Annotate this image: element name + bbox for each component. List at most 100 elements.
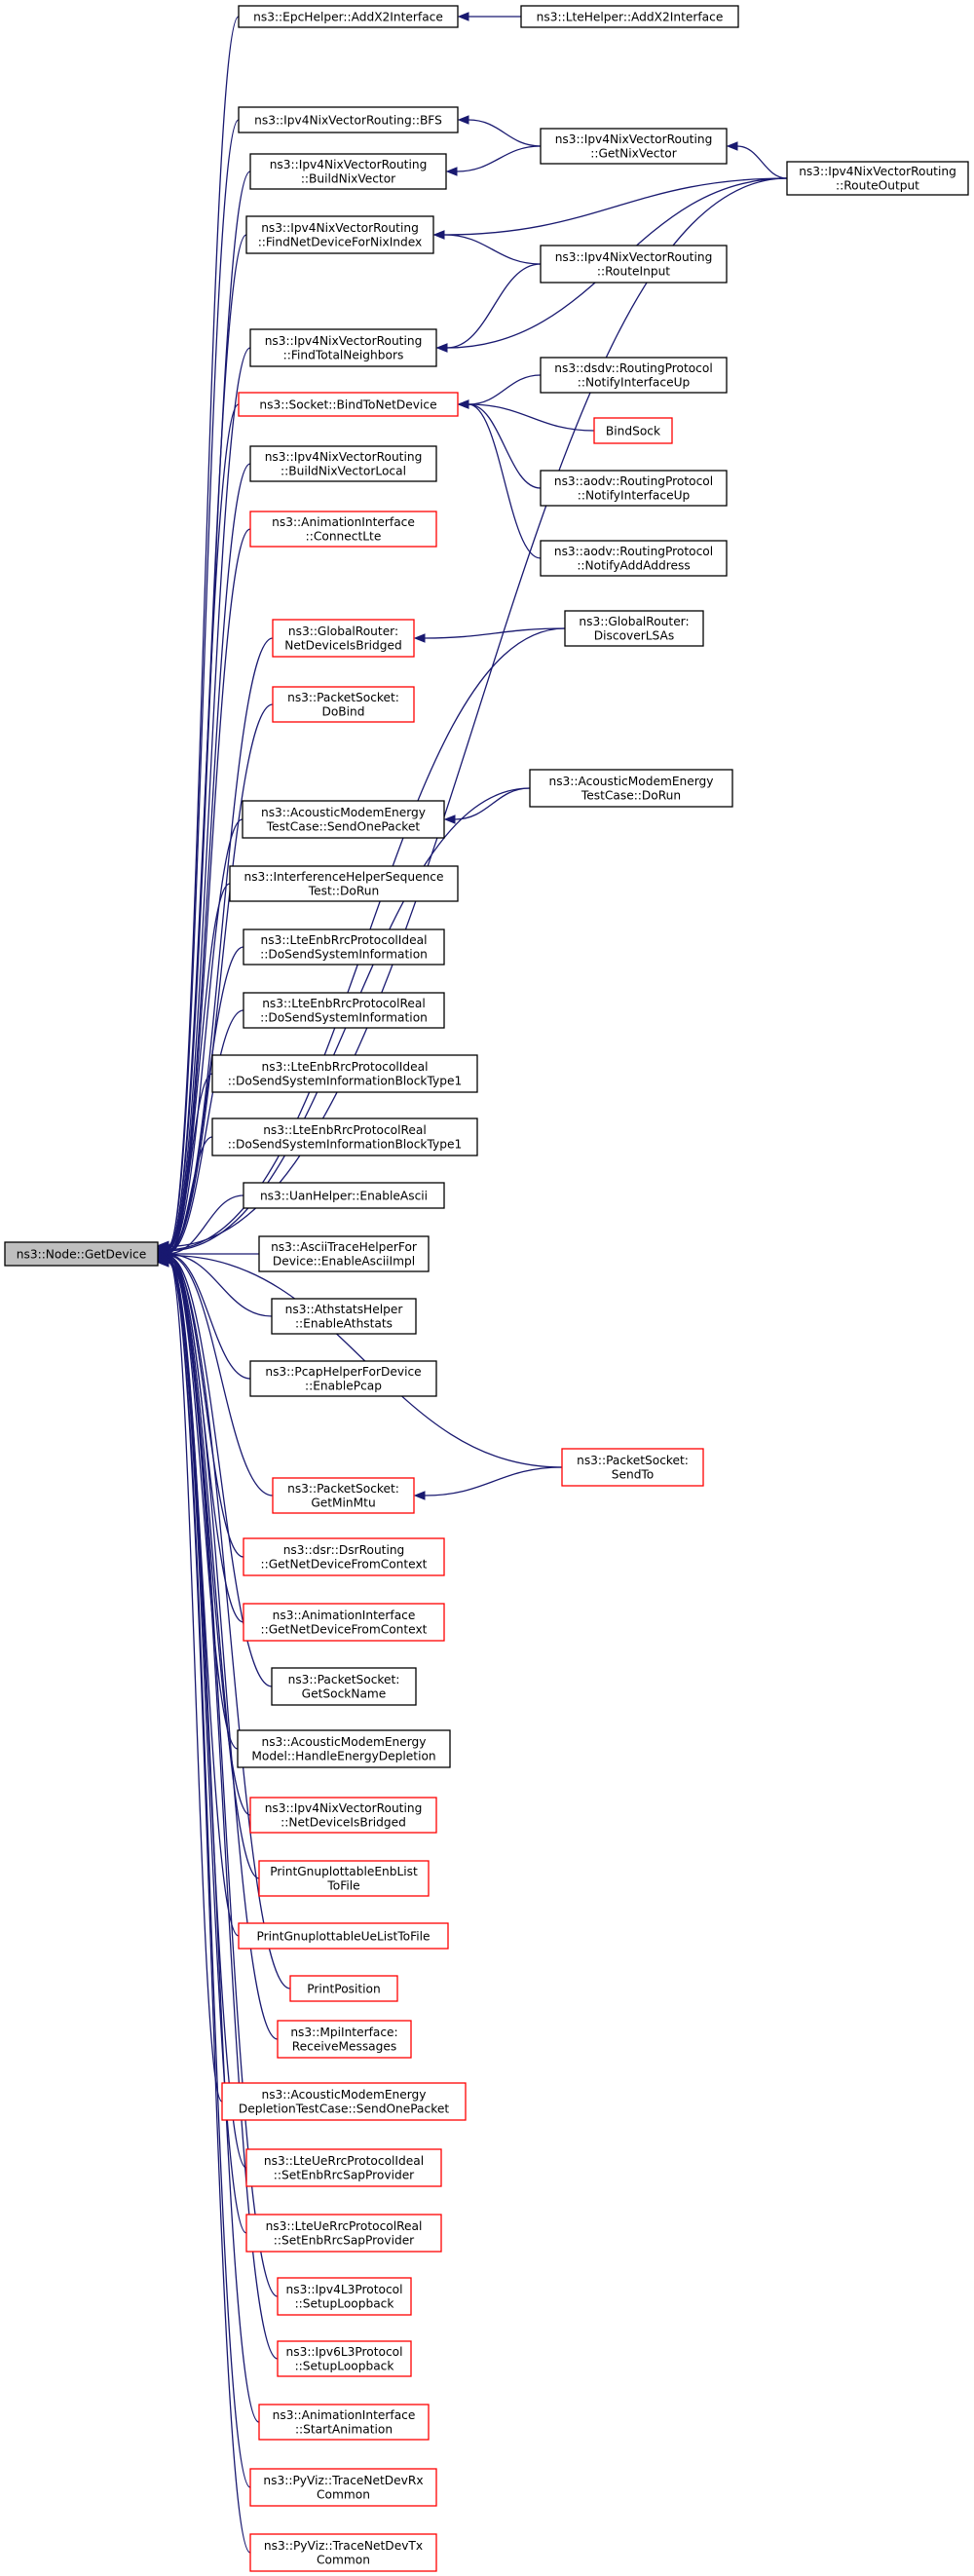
node-ns3-dsdv-routingprotocol-notifyinterfaceup[interactable]: ns3::dsdv::RoutingProtocol::NotifyInterf… — [540, 357, 728, 394]
node-label: ::DoSendSystemInformation — [260, 948, 428, 962]
node-label: ns3::PyViz::TraceNetDevTx — [264, 2539, 423, 2553]
node-box — [561, 1448, 704, 1487]
node-ns3-ipv6l3protocol-setuploopback[interactable]: ns3::Ipv6L3Protocol::SetupLoopback — [277, 2340, 412, 2377]
edge-line — [454, 787, 531, 820]
node-label: DoBind — [321, 705, 364, 719]
node-ns3-lteuerrcprotocolreal-setenbrrcsapprovider[interactable]: ns3::LteUeRrcProtocolReal::SetEnbRrcSapP… — [245, 2214, 442, 2253]
node-ns3-ipv4l3protocol-setuploopback[interactable]: ns3::Ipv4L3Protocol::SetupLoopback — [277, 2277, 412, 2316]
node-ns3-interferencehelpersequence-test-dorun[interactable]: ns3::InterferenceHelperSequenceTest::DoR… — [229, 865, 459, 902]
edge-line — [168, 528, 251, 1250]
edge-n8-n9 — [435, 263, 542, 353]
edge-arrowhead — [457, 12, 469, 21]
node-box — [249, 328, 437, 367]
node-label: ns3::MpiInterface: — [290, 2026, 397, 2039]
node-ns3-ipv4nixvectorrouting-getnixvector[interactable]: ns3::Ipv4NixVectorRouting::GetNixVector — [540, 128, 728, 165]
node-ns3-lteuerrcprotocolideal-setenbrrcsapprovider[interactable]: ns3::LteUeRrcProtocolIdeal::SetEnbRrcSap… — [245, 2148, 442, 2187]
node-ns3-acousticmodemenergy-depletiontestcase-sendonepacket[interactable]: ns3::AcousticModemEnergyDepletionTestCas… — [221, 2082, 467, 2121]
node-ns3-epchelper-addx2interface[interactable]: ns3::EpcHelper::AddX2Interface — [238, 5, 459, 28]
node-printposition[interactable]: PrintPosition — [289, 1975, 398, 2002]
node-ns3-athstatshelper-enableathstats[interactable]: ns3::AthstatsHelper::EnableAthstats — [271, 1298, 417, 1335]
node-box — [245, 2148, 442, 2187]
edge-line — [168, 119, 240, 1247]
node-ns3-ipv4nixvectorrouting-buildnixvectorlocal[interactable]: ns3::Ipv4NixVectorRouting::BuildNixVecto… — [249, 445, 437, 482]
edge-n48-n0 — [157, 1258, 251, 2488]
node-ns3-ipv4nixvectorrouting-buildnixvector[interactable]: ns3::Ipv4NixVectorRouting::BuildNixVecto… — [249, 153, 447, 190]
node-ns3-lteenbrrcprotocolreal-dosendsysteminformation[interactable]: ns3::LteEnbRrcProtocolReal::DoSendSystem… — [243, 992, 445, 1029]
node-ns3-ipv4nixvectorrouting-netdeviceisbridged[interactable]: ns3::Ipv4NixVectorRouting::NetDeviceIsBr… — [249, 1797, 437, 1834]
node-label: ns3::Ipv4NixVectorRouting — [265, 450, 423, 464]
node-printgnuplottableuelisttofile[interactable]: PrintGnuplottableUeListToFile — [238, 1922, 449, 1950]
node-ns3-animationinterface-connectlte[interactable]: ns3::AnimationInterface::ConnectLte — [249, 511, 437, 548]
edge-line — [168, 1258, 279, 2040]
node-label: ns3::PacketSocket: — [577, 1454, 689, 1467]
node-bindsock[interactable]: BindSock — [593, 417, 673, 444]
node-label: DiscoverLSAs — [594, 629, 674, 643]
node-box — [221, 2082, 467, 2121]
edge-line — [168, 1254, 251, 1380]
node-label: ns3::AcousticModemEnergy — [261, 1735, 426, 1749]
node-label: PrintGnuplottableEnbList — [270, 1865, 418, 1878]
node-label: ns3::LteEnbRrcProtocolIdeal — [261, 933, 428, 947]
node-ns3-lteenbrrcprotocolideal-dosendsysteminformationblocktype1[interactable]: ns3::LteEnbRrcProtocolIdeal::DoSendSyste… — [211, 1054, 478, 1093]
node-ns3-globalrouter-netdeviceisbridged[interactable]: ns3::GlobalRouter:NetDeviceIsBridged — [272, 619, 415, 658]
node-ns3-packetsocket-dobind[interactable]: ns3::PacketSocket:DoBind — [272, 686, 415, 723]
node-box — [529, 769, 733, 808]
node-ns3-animationinterface-startanimation[interactable]: ns3::AnimationInterface::StartAnimation — [258, 2404, 430, 2441]
edge-line — [168, 1073, 213, 1254]
node-ns3-mpiinterface-receivemessages[interactable]: ns3::MpiInterface:ReceiveMessages — [277, 2020, 412, 2059]
node-ns3-node-getdevice[interactable]: ns3::Node::GetDevice — [4, 1241, 159, 1267]
node-ns3-ipv4nixvectorrouting-routeinput[interactable]: ns3::Ipv4NixVectorRouting::RouteInput — [540, 245, 728, 284]
edge-line — [168, 1136, 213, 1254]
node-label: ns3::Ipv4NixVectorRouting — [555, 133, 713, 146]
node-ns3-aodv-routingprotocol-notifyinterfaceup[interactable]: ns3::aodv::RoutingProtocol::NotifyInterf… — [540, 470, 728, 507]
node-label: ::EnablePcap — [305, 1380, 382, 1393]
node-box — [272, 1477, 415, 1514]
node-ns3-ipv4nixvectorrouting-routeoutput[interactable]: ns3::Ipv4NixVectorRouting::RouteOutput — [786, 161, 969, 196]
node-ns3-globalrouter-discoverlsas[interactable]: ns3::GlobalRouter:DiscoverLSAs — [564, 610, 704, 647]
node-label: ::NetDeviceIsBridged — [281, 1816, 406, 1830]
edge-line — [443, 234, 542, 265]
edge-n31-n32 — [413, 1466, 563, 1500]
node-ns3-acousticmodemenergy-testcase-sendonepacket[interactable]: ns3::AcousticModemEnergyTestCase::SendOn… — [242, 800, 445, 839]
node-label: ns3::Ipv4NixVectorRouting — [270, 158, 428, 171]
node-ns3-lteenbrrcprotocolreal-dosendsysteminformationblocktype1[interactable]: ns3::LteEnbRrcProtocolReal::DoSendSystem… — [211, 1118, 478, 1156]
node-label: ns3::PacketSocket: — [287, 691, 399, 704]
node-ns3-packetsocket-sendto[interactable]: ns3::PacketSocket:SendTo — [561, 1448, 704, 1487]
node-ns3-ipv4nixvectorrouting-bfs[interactable]: ns3::Ipv4NixVectorRouting::BFS — [238, 106, 459, 133]
node-label: ::FindNetDeviceForNixIndex — [258, 236, 423, 249]
node-ns3-ipv4nixvectorrouting-findnetdevicefornixindex[interactable]: ns3::Ipv4NixVectorRouting::FindNetDevice… — [245, 215, 434, 254]
node-ns3-animationinterface-getnetdevicefromcontext[interactable]: ns3::AnimationInterface::GetNetDeviceFro… — [243, 1603, 445, 1642]
edges-layer — [157, 12, 788, 2554]
node-ns3-dsr-dsrrouting-getnetdevicefromcontext[interactable]: ns3::dsr::DsrRouting::GetNetDeviceFromCo… — [243, 1537, 445, 1576]
edge-n3-n7 — [432, 177, 788, 240]
node-ns3-uanhelper-enableascii[interactable]: ns3::UanHelper::EnableAscii — [243, 1182, 445, 1209]
node-box — [242, 800, 445, 839]
node-ns3-acousticmodemenergy-model-handleenergydepletion[interactable]: ns3::AcousticModemEnergyModel::HandleEne… — [237, 1729, 451, 1768]
node-ns3-pcaphelperfordevice-enablepcap[interactable]: ns3::PcapHelperForDevice::EnablePcap — [249, 1360, 437, 1397]
node-box — [277, 2277, 412, 2316]
node-ns3-socket-bindtonetdevice[interactable]: ns3::Socket::BindToNetDevice — [238, 392, 459, 417]
edge-line — [168, 1259, 247, 2169]
node-label: ::GetNetDeviceFromContext — [261, 1558, 428, 1572]
node-label: NetDeviceIsBridged — [284, 639, 401, 653]
node-box — [277, 2020, 412, 2059]
node-ns3-ltehelper-addx2interface[interactable]: ns3::LteHelper::AddX2Interface — [520, 5, 739, 28]
node-box — [238, 392, 459, 417]
node-ns3-asciitracehelperfor-device-enableasciiimpl[interactable]: ns3::AsciiTraceHelperForDevice::EnableAs… — [258, 1235, 430, 1272]
edge-n14-n10 — [457, 399, 542, 559]
node-label: ns3::AsciiTraceHelperFor — [271, 1240, 418, 1254]
edge-line — [736, 145, 788, 179]
edge-line — [168, 1258, 240, 1937]
node-ns3-packetsocket-getsockname[interactable]: ns3::PacketSocket:GetSockName — [271, 1667, 417, 1706]
node-box — [211, 1054, 478, 1093]
node-ns3-aodv-routingprotocol-notifyaddaddress[interactable]: ns3::aodv::RoutingProtocol::NotifyAddAdd… — [540, 540, 728, 577]
node-ns3-lteenbrrcprotocolideal-dosendsysteminformation[interactable]: ns3::LteEnbRrcProtocolIdeal::DoSendSyste… — [243, 928, 445, 966]
node-ns3-ipv4nixvectorrouting-findtotalneighbors[interactable]: ns3::Ipv4NixVectorRouting::FindTotalNeig… — [249, 328, 437, 367]
node-ns3-packetsocket-getminmtu[interactable]: ns3::PacketSocket:GetMinMtu — [272, 1477, 415, 1514]
edge-line — [468, 119, 542, 147]
